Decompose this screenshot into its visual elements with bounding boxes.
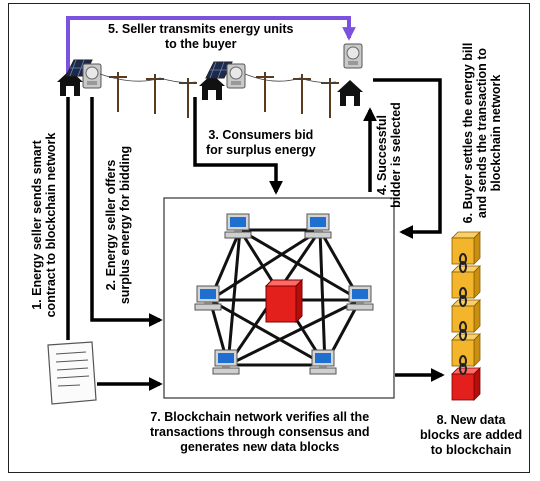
new-block bbox=[451, 367, 481, 401]
energy-transmit-arrow bbox=[66, 16, 356, 80]
step-5-label: 5. Seller transmits energy units to the … bbox=[108, 22, 294, 51]
diagram-frame bbox=[8, 3, 530, 473]
step-3-label: 3. Consumers bid for surplus energy bbox=[206, 128, 316, 157]
step-4-label: 4. Successful bidder is selected bbox=[375, 102, 403, 208]
seller-smart-meter-icon bbox=[82, 63, 102, 89]
flow-arrows bbox=[66, 78, 445, 391]
computer-node-2-icon bbox=[304, 213, 332, 239]
smart-contract-document-icon bbox=[47, 341, 97, 405]
step-1-label: 1. Energy seller sends smart contract to… bbox=[30, 132, 58, 318]
consumer-smart-meter-icon bbox=[226, 63, 246, 89]
step-8-label: 8. New data blocks are added to blockcha… bbox=[420, 413, 523, 457]
step-7-label: 7. Blockchain network verifies all the t… bbox=[150, 410, 370, 454]
buyer-house-icon bbox=[337, 80, 363, 106]
buyer-smart-meter-icon bbox=[343, 43, 363, 69]
chain-link-icon bbox=[459, 253, 467, 375]
computer-node-6-icon bbox=[309, 349, 337, 375]
center-node-cube bbox=[264, 278, 304, 324]
computer-node-4-icon bbox=[346, 285, 374, 311]
step-2-label: 2. Energy seller offers surplus energy f… bbox=[104, 145, 132, 305]
blockchain-stack bbox=[451, 231, 481, 401]
step-6-label: 6. Buyer settles the energy bill and sen… bbox=[461, 42, 503, 224]
computer-node-1-icon bbox=[224, 213, 252, 239]
computer-node-5-icon bbox=[212, 349, 240, 375]
power-line-icon bbox=[99, 71, 340, 119]
computer-node-3-icon bbox=[194, 285, 222, 311]
